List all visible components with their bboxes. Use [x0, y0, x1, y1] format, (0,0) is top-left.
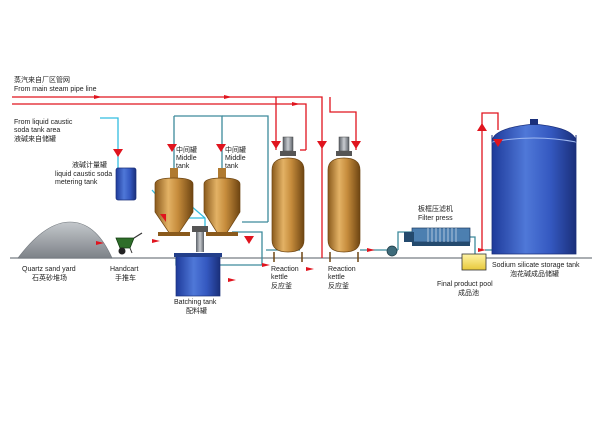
steam-pipe-network — [12, 96, 499, 258]
caustic-label-line2: soda tank area — [14, 127, 60, 134]
caustic-label-cn: 液碱来自储罐 — [14, 134, 56, 143]
filter-label-en: Filter press — [418, 215, 453, 222]
final-label-en: Final product pool — [437, 281, 493, 288]
filter-press — [404, 227, 471, 246]
final-product-pool — [461, 253, 487, 271]
label-reaction-kettle-2: Reaction kettle 反应釜 — [328, 266, 356, 290]
batching-tank — [174, 226, 222, 297]
label-filter-press: 板框压滤机 Filter press — [418, 204, 453, 222]
middle-tank-2 — [203, 168, 241, 236]
label-batching-tank: Batching tank 配料罐 — [174, 299, 217, 315]
reaction-kettle-2 — [327, 136, 361, 262]
reaction2-label-line1: Reaction — [328, 266, 356, 273]
metering-label-cn: 液碱计量罐 — [72, 160, 107, 169]
agitator-motor-icon — [338, 136, 350, 152]
middle2-label-cn: 中间罐 — [225, 145, 246, 154]
middle2-label-line1: Middle — [225, 155, 246, 162]
label-reaction-kettle-1: Reaction kettle 反应釜 — [271, 266, 299, 290]
agitator-motor-icon — [282, 136, 294, 152]
handcart-label-cn: 手推车 — [115, 273, 136, 282]
label-storage-tank: Sodium silicate storage tank 泡花碱成品储罐 — [492, 262, 580, 278]
wheelbarrow-icon — [115, 232, 143, 255]
reaction2-label-cn: 反应釜 — [328, 281, 349, 290]
label-caustic-source: From liquid caustic soda tank area 液碱来自储… — [14, 119, 73, 143]
middle2-label-line2: tank — [225, 163, 239, 170]
reaction1-label-line2: kettle — [271, 274, 288, 281]
batching-label-cn: 配料罐 — [186, 306, 207, 315]
middle1-label-line2: tank — [176, 163, 190, 170]
storage-label-en: Sodium silicate storage tank — [492, 262, 580, 269]
handcart-label-en: Handcart — [110, 266, 138, 273]
caustic-metering-tank — [115, 167, 137, 201]
reaction-kettle-1 — [271, 136, 305, 262]
quartz-label-cn: 石英砂堆场 — [32, 273, 67, 282]
filter-label-cn: 板框压滤机 — [418, 204, 453, 213]
steam-label-cn: 蒸汽来自厂区管网 — [14, 75, 70, 84]
label-metering-tank: 液碱计量罐 liquid caustic soda metering tank — [55, 160, 112, 186]
middle1-label-cn: 中间罐 — [176, 145, 197, 154]
metering-label-line2: metering tank — [55, 179, 98, 186]
label-quartz-yard: Quartz sand yard 石英砂堆场 — [22, 266, 76, 282]
label-steam-source: 蒸汽来自厂区管网 From main steam pipe line — [14, 75, 97, 93]
label-handcart: Handcart 手推车 — [110, 266, 138, 282]
sodium-silicate-storage-tank — [491, 119, 577, 255]
middle1-label-line1: Middle — [176, 155, 197, 162]
quartz-label-en: Quartz sand yard — [22, 266, 76, 273]
steam-label-en: From main steam pipe line — [14, 86, 97, 93]
flow-arrow-icon — [94, 95, 503, 282]
label-middle-tank-1: 中间罐 Middle tank — [176, 145, 197, 170]
quartz-sand-pile — [17, 221, 113, 259]
pump-icon — [386, 245, 398, 257]
metering-label-line1: liquid caustic soda — [55, 171, 112, 178]
storage-label-cn: 泡花碱成品储罐 — [510, 269, 559, 278]
middle-tank-1 — [154, 168, 194, 236]
label-middle-tank-2: 中间罐 Middle tank — [225, 145, 246, 170]
reaction1-label-line1: Reaction — [271, 266, 299, 273]
batching-label-en: Batching tank — [174, 299, 217, 306]
reaction1-label-cn: 反应釜 — [271, 281, 292, 290]
label-final-product-pool: Final product pool 成品池 — [437, 281, 493, 297]
reaction2-label-line2: kettle — [328, 274, 345, 281]
final-label-cn: 成品池 — [458, 288, 479, 297]
caustic-label-line1: From liquid caustic — [14, 119, 73, 126]
